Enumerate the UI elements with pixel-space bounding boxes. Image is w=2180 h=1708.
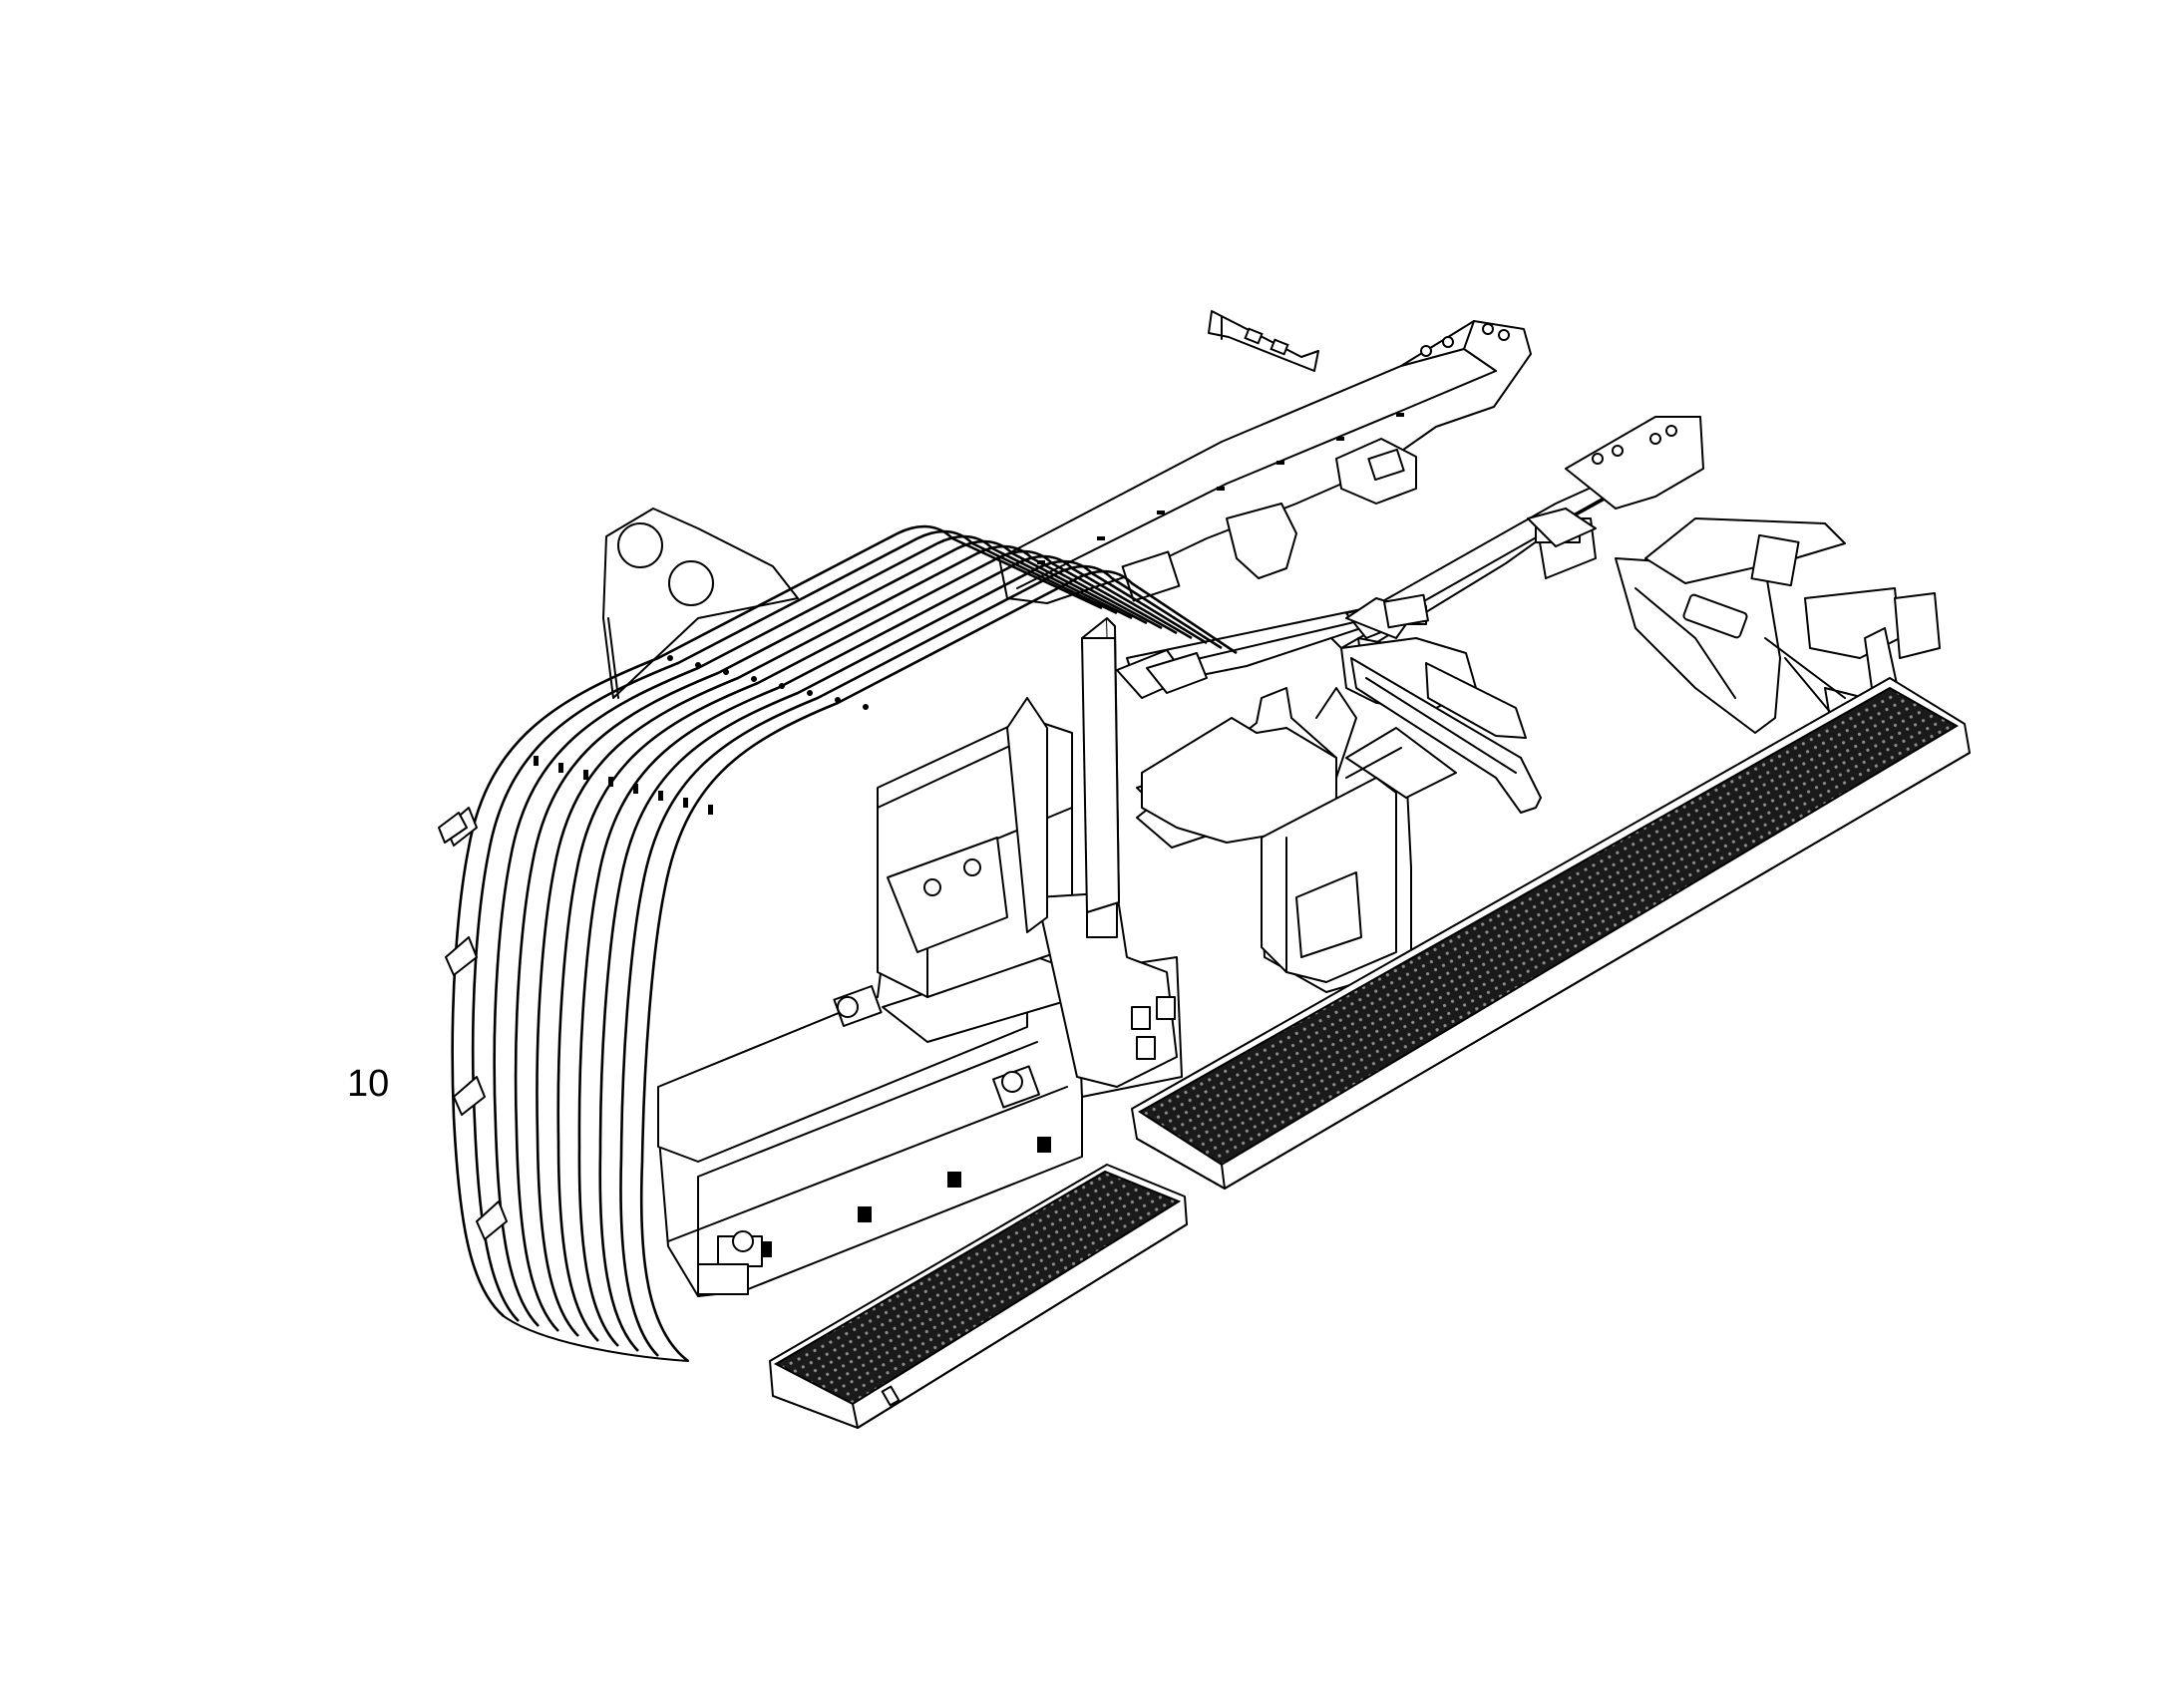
center-column-assembly [877,637,1178,1088]
step-tread-long [1131,677,1971,1190]
frame-side-rail-upper [998,310,1532,604]
step-tread-short [769,1164,1188,1429]
callout-label: 10 [347,1063,390,1105]
rear-mounting-plate [1141,717,1397,983]
frame-rear-bracket [1340,593,1542,814]
detail-clips [438,812,1176,1060]
